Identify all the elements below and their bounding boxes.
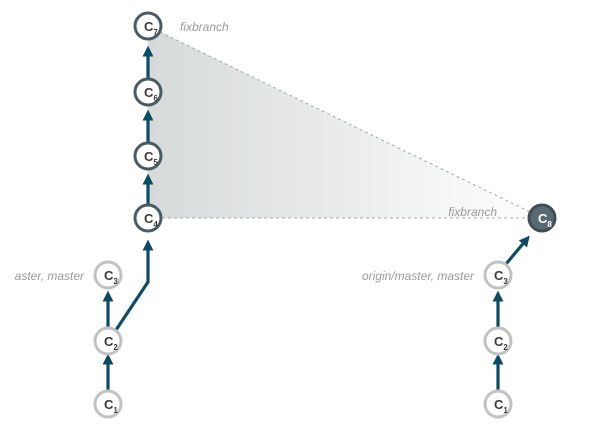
svg-text:C8: C8 bbox=[538, 211, 552, 229]
commit-c3-left: C3 bbox=[93, 260, 123, 290]
commit-subscript: 4 bbox=[153, 220, 158, 229]
projection-line-top bbox=[159, 31, 531, 213]
commit-letter: C bbox=[104, 268, 114, 283]
commit-letter: C bbox=[104, 334, 114, 349]
svg-text:C2: C2 bbox=[104, 334, 118, 352]
commit-letter: C bbox=[494, 268, 504, 283]
commit-subscript: 2 bbox=[503, 343, 508, 352]
commit-c5: C5 bbox=[133, 141, 163, 171]
right-arrows bbox=[492, 235, 530, 391]
commit-subscript: 8 bbox=[547, 220, 552, 229]
commit-letter: C bbox=[144, 211, 154, 226]
commit-subscript: 1 bbox=[503, 406, 508, 415]
commit-letter: C bbox=[104, 397, 114, 412]
commit-letter: C bbox=[494, 334, 504, 349]
label-master-right: origin/master, master bbox=[362, 269, 475, 283]
commit-c7: C7 bbox=[133, 11, 163, 41]
commit-subscript: 3 bbox=[503, 277, 508, 286]
commit-c6: C6 bbox=[133, 77, 163, 107]
commit-c3-right: C3 bbox=[483, 260, 513, 290]
commit-c1-right: C1 bbox=[483, 389, 513, 419]
commit-c1-left: C1 bbox=[93, 389, 123, 419]
commit-letter: C bbox=[144, 85, 154, 100]
svg-text:C2: C2 bbox=[494, 334, 508, 352]
commit-subscript: 5 bbox=[153, 158, 158, 167]
commit-letter: C bbox=[494, 397, 504, 412]
commit-subscript: 6 bbox=[153, 94, 158, 103]
commit-letter: C bbox=[538, 211, 548, 226]
arrow-c3-c8 bbox=[504, 235, 530, 266]
svg-text:C3: C3 bbox=[494, 268, 508, 286]
svg-text:C5: C5 bbox=[144, 149, 158, 167]
commit-c8: C8 bbox=[527, 203, 557, 233]
commit-subscript: 3 bbox=[113, 277, 118, 286]
svg-text:C7: C7 bbox=[144, 19, 158, 37]
svg-text:C3: C3 bbox=[104, 268, 118, 286]
commit-c2-left: C2 bbox=[93, 326, 123, 356]
commit-subscript: 1 bbox=[113, 406, 118, 415]
commit-letter: C bbox=[144, 149, 154, 164]
label-master-left: aster, master bbox=[15, 269, 85, 283]
label-fixbranch-left: fixbranch bbox=[180, 20, 229, 34]
left-arrows bbox=[102, 45, 154, 391]
svg-text:C6: C6 bbox=[144, 85, 158, 103]
commit-letter: C bbox=[144, 19, 154, 34]
label-fixbranch-right: fixbranch bbox=[448, 205, 497, 219]
commit-subscript: 7 bbox=[153, 28, 158, 37]
svg-text:C4: C4 bbox=[144, 211, 158, 229]
commit-c2-right: C2 bbox=[483, 326, 513, 356]
arrow-c2-c4 bbox=[114, 239, 154, 332]
commit-subscript: 2 bbox=[113, 343, 118, 352]
svg-text:C1: C1 bbox=[494, 397, 508, 415]
commit-c4: C4 bbox=[133, 203, 163, 233]
svg-text:C1: C1 bbox=[104, 397, 118, 415]
